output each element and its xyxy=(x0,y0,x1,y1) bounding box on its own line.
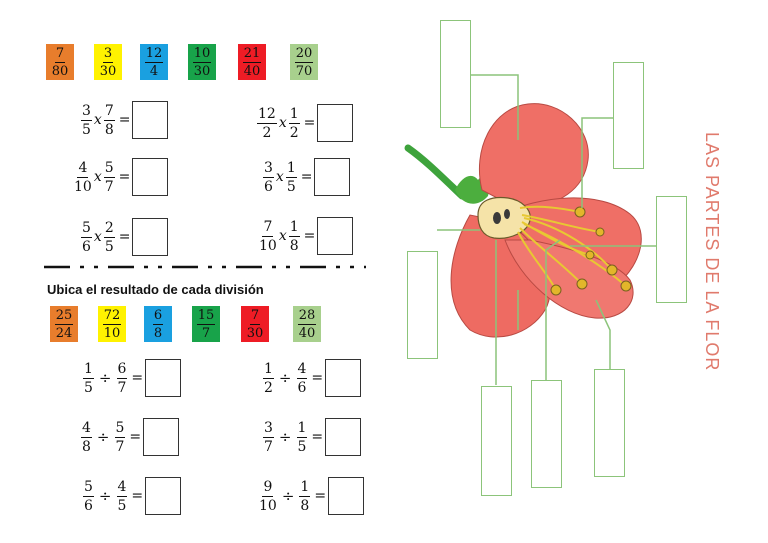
answer-chip[interactable]: 3 30 xyxy=(94,44,122,80)
answer-chip[interactable]: 72 10 xyxy=(98,306,126,342)
answer-chip[interactable]: 25 24 xyxy=(50,306,78,342)
answer-chip[interactable]: 20 70 xyxy=(290,44,318,80)
answer-chip[interactable]: 28 40 xyxy=(293,306,321,342)
flower-anthers xyxy=(550,206,632,296)
answer-box[interactable] xyxy=(317,104,354,142)
answer-chip[interactable]: 7 30 xyxy=(241,306,269,342)
flower-title: LAS PARTES DE LA FLOR xyxy=(702,132,722,372)
answer-box[interactable] xyxy=(328,477,365,515)
flower-label-box[interactable] xyxy=(407,251,438,359)
flower-petal xyxy=(478,103,589,211)
answer-box[interactable] xyxy=(132,158,169,196)
answer-chip[interactable]: 7 80 xyxy=(46,44,74,80)
answer-box[interactable] xyxy=(314,158,351,196)
section-divider xyxy=(44,265,366,269)
answer-chip[interactable]: 21 40 xyxy=(238,44,266,80)
flower-ovule xyxy=(504,209,510,219)
answer-box[interactable] xyxy=(143,418,180,456)
answer-box[interactable] xyxy=(325,418,362,456)
answer-box[interactable] xyxy=(132,101,169,139)
flower-label-box[interactable] xyxy=(531,380,562,488)
answer-chip[interactable]: 15 7 xyxy=(192,306,220,342)
flower-label-box[interactable] xyxy=(481,386,512,496)
answer-box[interactable] xyxy=(325,359,362,397)
flower-label-box[interactable] xyxy=(594,369,625,477)
answer-box[interactable] xyxy=(145,359,182,397)
answer-chip[interactable]: 12 4 xyxy=(140,44,168,80)
flower-label-box[interactable] xyxy=(656,196,687,303)
flower-ovule xyxy=(493,212,501,224)
flower-label-box[interactable] xyxy=(440,20,471,128)
flower-illustration xyxy=(404,103,642,338)
answer-box[interactable] xyxy=(145,477,182,515)
answer-box[interactable] xyxy=(132,218,169,256)
division-section-title: Ubica el resultado de cada división xyxy=(47,282,264,297)
answer-chip[interactable]: 6 8 xyxy=(144,306,172,342)
flower-label-box[interactable] xyxy=(613,62,644,169)
answer-chip[interactable]: 10 30 xyxy=(188,44,216,80)
answer-box[interactable] xyxy=(317,217,354,255)
